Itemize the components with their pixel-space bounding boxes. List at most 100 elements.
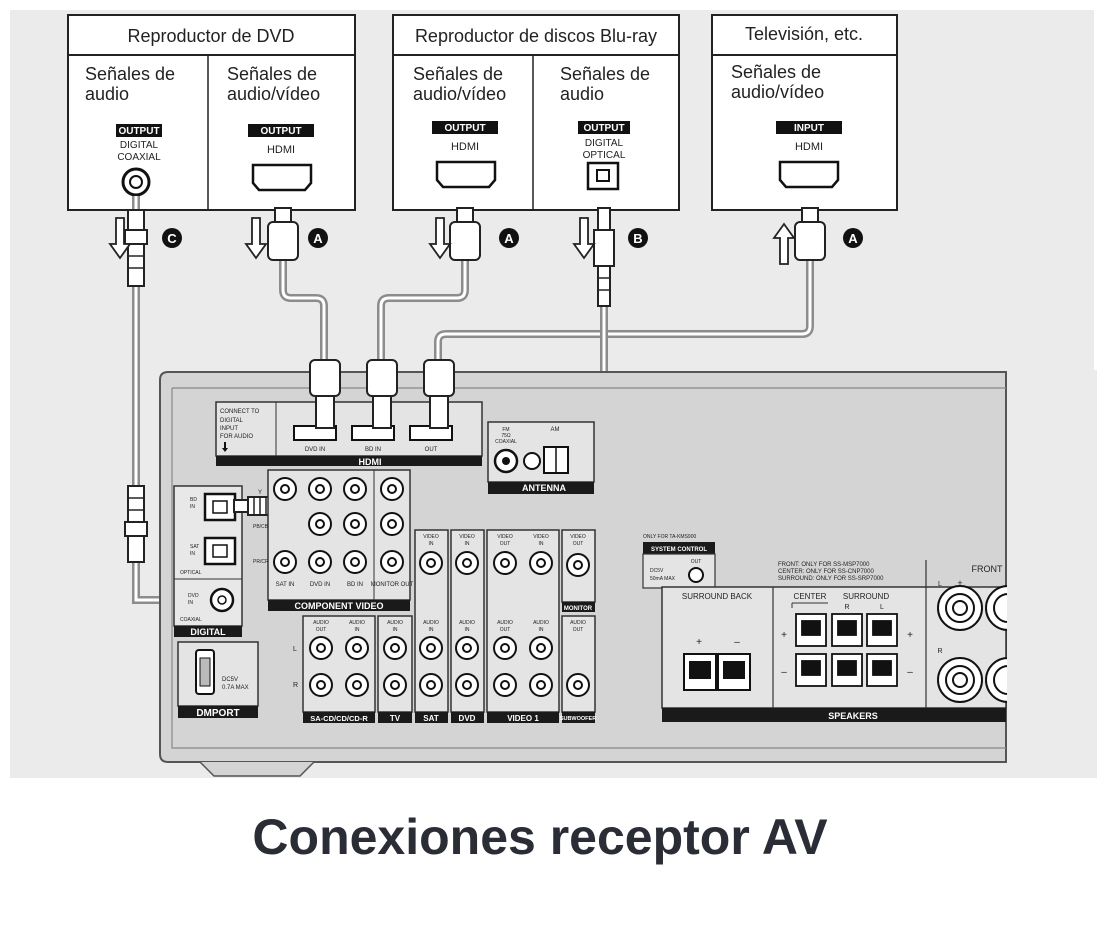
jack-label: AUDIO [349, 620, 365, 626]
speaker-note: SURROUND: ONLY FOR SS-SRP7000 [778, 576, 884, 582]
polarity-label: – [734, 637, 740, 648]
antenna-label: 75Ω [501, 433, 511, 439]
arrow-up-icon [772, 222, 796, 265]
polarity-label: – [781, 667, 787, 678]
receiver-component-video-section: COMPONENT VIDEO Y PB/CB PR/CR SAT IN DVD… [253, 469, 414, 611]
port-label: DVD IN [305, 447, 325, 453]
rating-label: DC5V [650, 568, 664, 574]
port-label: IN [190, 551, 195, 557]
column-label: MONITOR OUT [371, 582, 414, 588]
signal-label: audio [560, 84, 604, 104]
hdmi-note: INPUT [220, 426, 238, 432]
section-title: COMPONENT VIDEO [294, 601, 383, 611]
jack-label: VIDEO [497, 534, 513, 540]
jack-label: AUDIO [387, 620, 403, 626]
jack-label: IN [429, 541, 434, 547]
receiver-system-control: ONLY FOR TA-KMS900 SYSTEM CONTROL OUT DC… [642, 534, 716, 589]
hdmi-port-icon [435, 160, 497, 189]
jack-label: IN [539, 627, 544, 633]
hdmi-port-icon [778, 160, 840, 189]
port-type-label: OPTICAL [583, 150, 626, 161]
hdmi-note: FOR AUDIO [220, 434, 253, 440]
connection-marker: A [848, 231, 858, 246]
polarity-label: – [907, 667, 913, 678]
jack-label: IN [465, 541, 470, 547]
port-direction-label: INPUT [794, 123, 824, 134]
row-label: Y [258, 490, 262, 496]
arrow-down-icon [222, 442, 228, 452]
polarity-label: + [907, 630, 913, 641]
port-label: SAT [190, 544, 199, 550]
polarity-label: + [696, 637, 702, 648]
receiver-hdmi-plugs [309, 359, 455, 429]
receiver-speakers-section: FRONT: ONLY FOR SS-MSP7000 CENTER: ONLY … [661, 560, 1031, 722]
column-label: BD IN [347, 582, 363, 588]
port-label: IN [190, 504, 195, 510]
jack-label: OUT [500, 627, 511, 633]
jack-label: AUDIO [533, 620, 549, 626]
center-surround-terminals[interactable] [795, 613, 898, 687]
receiver-antenna-section: ANTENNA FM 75Ω COAXIAL AM [487, 421, 595, 494]
arrow-down-icon [572, 217, 596, 260]
polarity-label: + [957, 578, 962, 588]
port-label: DVD [188, 593, 199, 599]
row-label: PR/CR [253, 559, 269, 565]
column-label: SAT IN [276, 582, 295, 588]
section-title: DMPORT [196, 708, 239, 719]
hdmi-port-icon [251, 163, 313, 192]
jack-label: VIDEO [423, 534, 439, 540]
section-title: HDMI [359, 457, 382, 467]
port-direction-label: OUTPUT [444, 123, 485, 134]
group-label: COAXIAL [180, 617, 202, 623]
receiver-audio-video-section: L R SA-CD/CD/CD-R AUDIO OUT AUDIO IN TV … [293, 529, 596, 723]
group-title: SUBWOOFER [560, 716, 596, 722]
signal-label: audio/vídeo [413, 84, 506, 104]
signal-label: Señales de [731, 62, 821, 82]
jack-label: AUDIO [570, 620, 586, 626]
channel-label: R [937, 648, 942, 655]
group-title: TV [390, 714, 401, 723]
jack-label: OUT [500, 541, 511, 547]
ground-terminal-icon [523, 452, 541, 470]
receiver-digital-section: DIGITAL BD IN SAT IN OPTICAL DVD IN COAX… [173, 485, 243, 637]
port-label: IN [188, 600, 193, 606]
channel-label: L [880, 604, 884, 611]
component-jacks [273, 477, 404, 574]
jack-label: AUDIO [423, 620, 439, 626]
section-title: DIGITAL [190, 627, 226, 637]
connection-marker: B [633, 231, 642, 246]
section-title: SYSTEM CONTROL [651, 547, 707, 553]
device-title: Televisión, etc. [745, 24, 863, 44]
signal-label: Señales de [227, 64, 317, 84]
surround-back-terminals[interactable] [683, 653, 751, 691]
signal-label: audio/vídeo [227, 84, 320, 104]
channel-label: L [293, 646, 297, 653]
rating-label: 50mA MAX [650, 576, 676, 582]
rating-label: 0.7A MAX [222, 685, 249, 691]
jack-label: VIDEO [533, 534, 549, 540]
group-title: SAT [423, 714, 439, 723]
port-label: BD [190, 497, 197, 503]
rating-label: DC5V [222, 677, 238, 683]
port-direction-label: OUTPUT [583, 123, 624, 134]
jack-label: IN [393, 627, 398, 633]
signal-label: Señales de [85, 64, 175, 84]
jack-label: OUT [573, 541, 584, 547]
connection-marker: A [313, 231, 323, 246]
connection-markers: C A A B A [162, 228, 863, 248]
rca-jacks [309, 551, 553, 697]
hdmi-note: CONNECT TO [220, 409, 260, 415]
jack-label: IN [539, 541, 544, 547]
jack-label: OUT [316, 627, 327, 633]
group-label: OPTICAL [180, 570, 202, 576]
signal-label: Señales de [560, 64, 650, 84]
connection-marker: A [504, 231, 514, 246]
signal-label: audio [85, 84, 129, 104]
hdmi-note: DIGITAL [220, 418, 244, 424]
jack-label: VIDEO [570, 534, 586, 540]
page-caption: Conexiones receptor AV [252, 809, 828, 865]
system-control-jack[interactable] [688, 567, 704, 583]
receiver-dmport-section: DMPORT DC5V 0.7A MAX [177, 641, 259, 719]
port-type-label: DIGITAL [120, 140, 159, 151]
device-bluray-player: Reproductor de discos Blu-ray Señales de… [392, 14, 680, 211]
